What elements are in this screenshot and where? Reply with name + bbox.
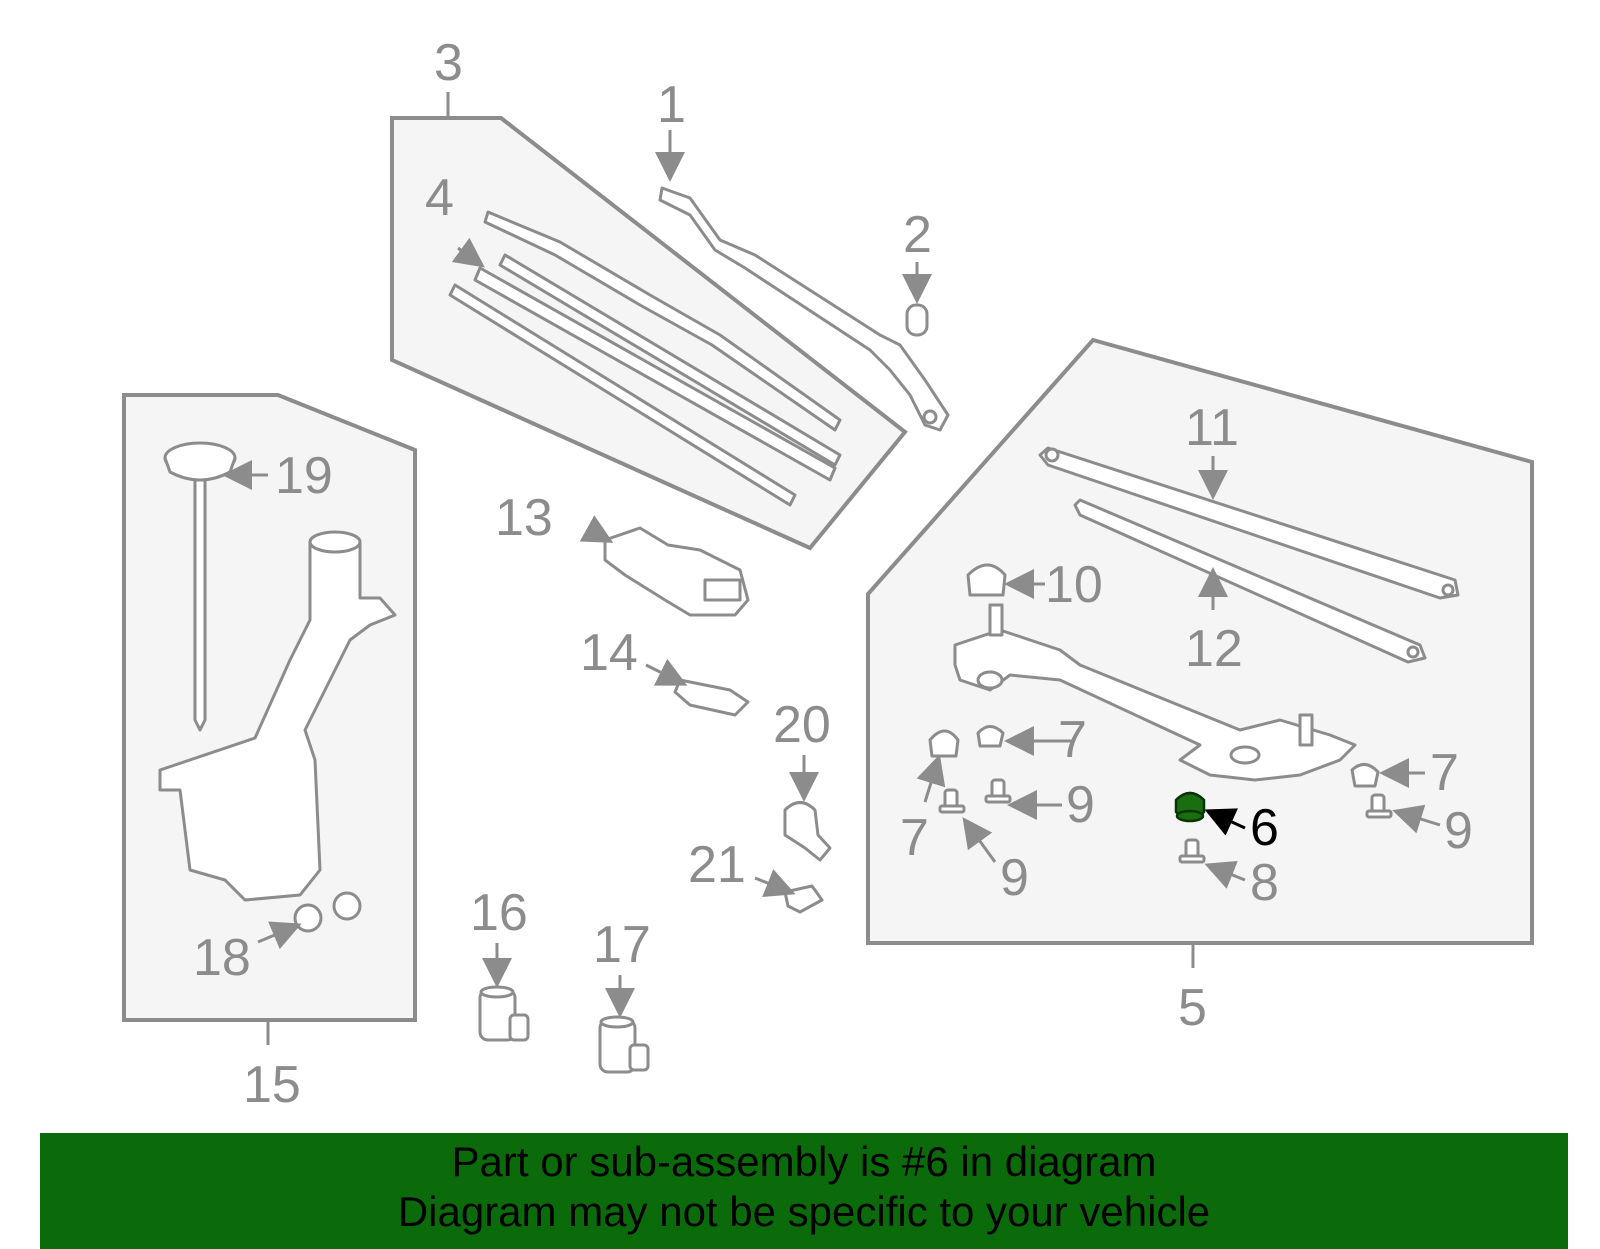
callout-15: 15	[243, 1056, 301, 1114]
callout-7a: 7	[1058, 711, 1087, 769]
callout-21: 21	[688, 836, 746, 894]
wiper-linkage-frame	[953, 603, 1357, 782]
pivot-nut	[966, 563, 1007, 597]
banner-line-1: Part or sub-assembly is #6 in diagram	[451, 1138, 1157, 1185]
banner-line-2: Diagram may not be specific to your vehi…	[397, 1188, 1211, 1235]
grommet-7b	[976, 725, 1005, 748]
highlighted-part-6	[1174, 791, 1206, 823]
callout-7c: 7	[1430, 744, 1459, 802]
nozzle-clip	[783, 884, 824, 914]
grommet-7a	[928, 729, 960, 758]
connecting-rod	[1073, 498, 1427, 664]
callout-16: 16	[470, 884, 528, 942]
callout-18: 18	[193, 929, 251, 987]
callout-14: 14	[580, 624, 638, 682]
washer-reservoir	[158, 530, 397, 902]
callout-10: 10	[1045, 556, 1103, 614]
arm-cap	[905, 303, 929, 337]
callout-6: 6	[1250, 799, 1279, 857]
callout-17: 17	[593, 916, 651, 974]
callout-13: 13	[495, 489, 553, 547]
callout-4: 4	[425, 169, 454, 227]
callout-5: 5	[1178, 979, 1207, 1037]
wiper-arm	[658, 186, 950, 432]
washer-pump-16	[478, 985, 530, 1042]
washer-nozzle	[783, 801, 832, 862]
grommet-7c	[1350, 763, 1380, 788]
callout-9b: 9	[1000, 849, 1029, 907]
callout-1: 1	[657, 76, 686, 134]
callout-20: 20	[773, 696, 831, 754]
wiper-blade	[448, 210, 842, 507]
callout-11: 11	[1185, 399, 1239, 457]
callout-9a: 9	[1066, 776, 1095, 834]
washer-pump-17	[598, 1015, 650, 1074]
drive-link-rod	[1038, 446, 1460, 600]
callout-19: 19	[275, 447, 333, 505]
bolt-8	[1178, 838, 1206, 864]
bolt-9c	[1365, 793, 1393, 819]
panel-blade-assembly	[390, 116, 908, 551]
leader-lines	[222, 130, 1441, 1018]
callout-3: 3	[434, 34, 463, 92]
info-banner: Part or sub-assembly is #6 in diagram Di…	[40, 1133, 1568, 1249]
bolt-9a	[984, 778, 1012, 804]
callout-2: 2	[903, 206, 932, 264]
callout-8: 8	[1250, 854, 1279, 912]
callout-12: 12	[1185, 620, 1243, 678]
callout-7b: 7	[900, 809, 929, 867]
motor-bracket	[673, 678, 750, 717]
callout-9c: 9	[1444, 802, 1473, 860]
wiper-motor	[603, 526, 750, 617]
bolt-9b	[938, 788, 966, 814]
reservoir-cap	[163, 441, 237, 732]
